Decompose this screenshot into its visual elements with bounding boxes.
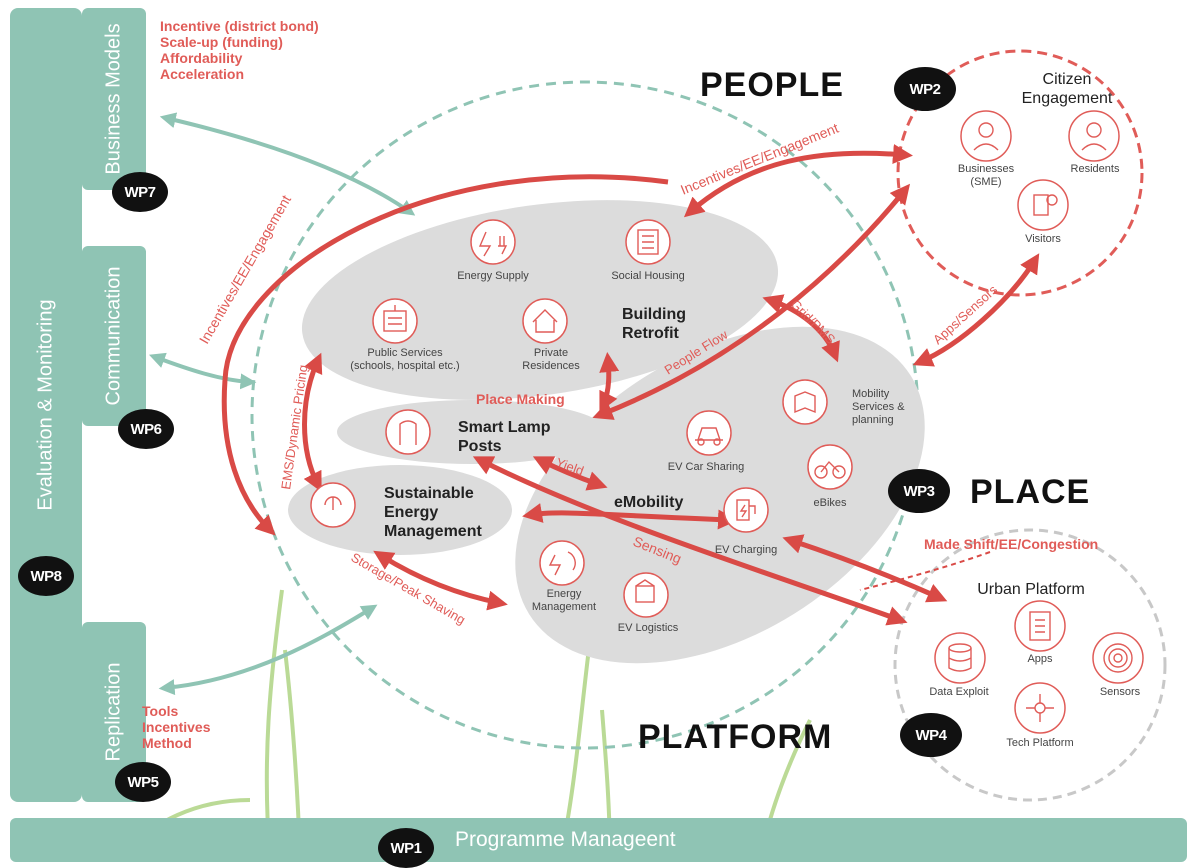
ev-charging-label: EV Charging <box>714 544 778 556</box>
replication-note: Tools <box>142 703 179 719</box>
ev-logistics-icon <box>623 572 669 618</box>
replication-note: Method <box>142 735 192 751</box>
people-title: PEOPLE <box>700 66 844 104</box>
mobility-services-icon <box>782 379 828 425</box>
business-models-bar[interactable]: Business Models <box>82 8 146 190</box>
energy-supply-label: Energy Supply <box>457 270 529 282</box>
wp6-badge: WP6 <box>118 409 174 449</box>
platform-title: PLATFORM <box>638 718 833 756</box>
arrow-people-flow <box>592 183 911 420</box>
arrow-place-making <box>599 352 620 413</box>
sustainable-energy-title: Sustainable Energy Management <box>384 485 482 540</box>
data-exploit-label: Data Exploit <box>929 686 989 698</box>
business-note: Acceleration <box>160 66 245 82</box>
replication-notes: Tools Incentives Method <box>142 703 210 751</box>
residents-icon <box>1068 110 1120 162</box>
ev-charging-icon <box>723 487 769 533</box>
wp2-badge: WP2 <box>894 67 956 111</box>
business-note: Affordability <box>160 50 243 66</box>
arrow-incentives-left <box>221 174 669 536</box>
arrow-platform-charging <box>782 534 948 603</box>
apps-label: Apps <box>1027 653 1053 665</box>
ev-logistics-label: EV Logistics <box>617 622 679 634</box>
ebike-icon <box>807 444 853 490</box>
programme-management-bar[interactable]: Programme Manageent <box>10 818 1187 862</box>
social-housing-label: Social Housing <box>611 270 685 282</box>
businesses-icon <box>960 110 1012 162</box>
arrow-replication <box>158 604 378 696</box>
data-exploit-icon <box>934 632 986 684</box>
private-residences-icon <box>522 298 568 344</box>
energy-management-icon <box>539 540 585 586</box>
communication-bar[interactable]: Communication <box>82 246 146 426</box>
wp7-badge: WP7 <box>112 172 168 212</box>
public-services-label: Public Services (schools, hospital etc.) <box>350 347 460 372</box>
businesses-label: Businesses (SME) <box>957 163 1015 188</box>
arrow-incentives-top <box>683 144 913 218</box>
sensors-icon <box>1092 632 1144 684</box>
ev-car-sharing-icon <box>686 410 732 456</box>
arrow-made-shift <box>859 551 991 591</box>
arrow-ems <box>302 352 323 493</box>
wp5-badge: WP5 <box>115 762 171 802</box>
urban-platform-title: Urban Platform <box>977 581 1085 598</box>
smart-lamp-title: Smart Lamp Posts <box>458 419 551 455</box>
business-note: Incentive (district bond) <box>160 18 319 34</box>
citizen-engagement-circle <box>896 49 1144 297</box>
smart-lamp-icon <box>385 409 431 455</box>
private-residences-label: Private Residences <box>522 347 580 372</box>
programme-management-label: Programme Manageent <box>455 828 676 851</box>
arrow-storage <box>373 550 508 611</box>
energy-supply-icon <box>470 219 516 265</box>
flow-label-made-shift: Made Shift/EE/Congestion <box>924 536 1098 552</box>
place-title: PLACE <box>970 473 1091 511</box>
wp4-badge: WP4 <box>900 713 962 757</box>
visitors-label: Visitors <box>1025 233 1061 245</box>
wp3-badge: WP3 <box>888 469 950 513</box>
ebikes-label: eBikes <box>813 497 847 509</box>
arrow-apps-sensors <box>912 253 1040 367</box>
ev-car-sharing-label: EV Car Sharing <box>667 461 745 473</box>
business-note: Scale-up (funding) <box>160 34 283 50</box>
tech-platform-label: Tech Platform <box>1006 737 1074 749</box>
emobility-title: eMobility <box>614 494 684 511</box>
citizen-engagement-title: Citizen Engagement <box>1021 71 1113 107</box>
residents-label: Residents <box>1070 163 1120 175</box>
public-services-icon <box>372 298 418 344</box>
mobility-services-label: Mobility Services & planning <box>852 388 905 426</box>
energy-management-label: Energy Management <box>531 588 597 613</box>
wp8-badge: WP8 <box>18 556 74 596</box>
evaluation-monitoring-bar[interactable]: Evaluation & Monitoring <box>10 8 82 802</box>
visitors-icon <box>1017 179 1069 231</box>
wp1-badge: WP1 <box>378 828 434 868</box>
replication-note: Incentives <box>142 719 211 735</box>
building-retrofit-title: Building Retrofit <box>622 306 686 342</box>
business-models-notes: Incentive (district bond) Scale-up (fund… <box>160 18 319 82</box>
flow-label-place-making: Place Making <box>476 391 565 407</box>
urban-platform-circle <box>893 528 1167 802</box>
tech-platform-icon <box>1014 682 1066 734</box>
arrow-communication <box>149 352 257 390</box>
sensors-label: Sensors <box>1099 686 1141 698</box>
arrow-business-models <box>159 112 416 216</box>
